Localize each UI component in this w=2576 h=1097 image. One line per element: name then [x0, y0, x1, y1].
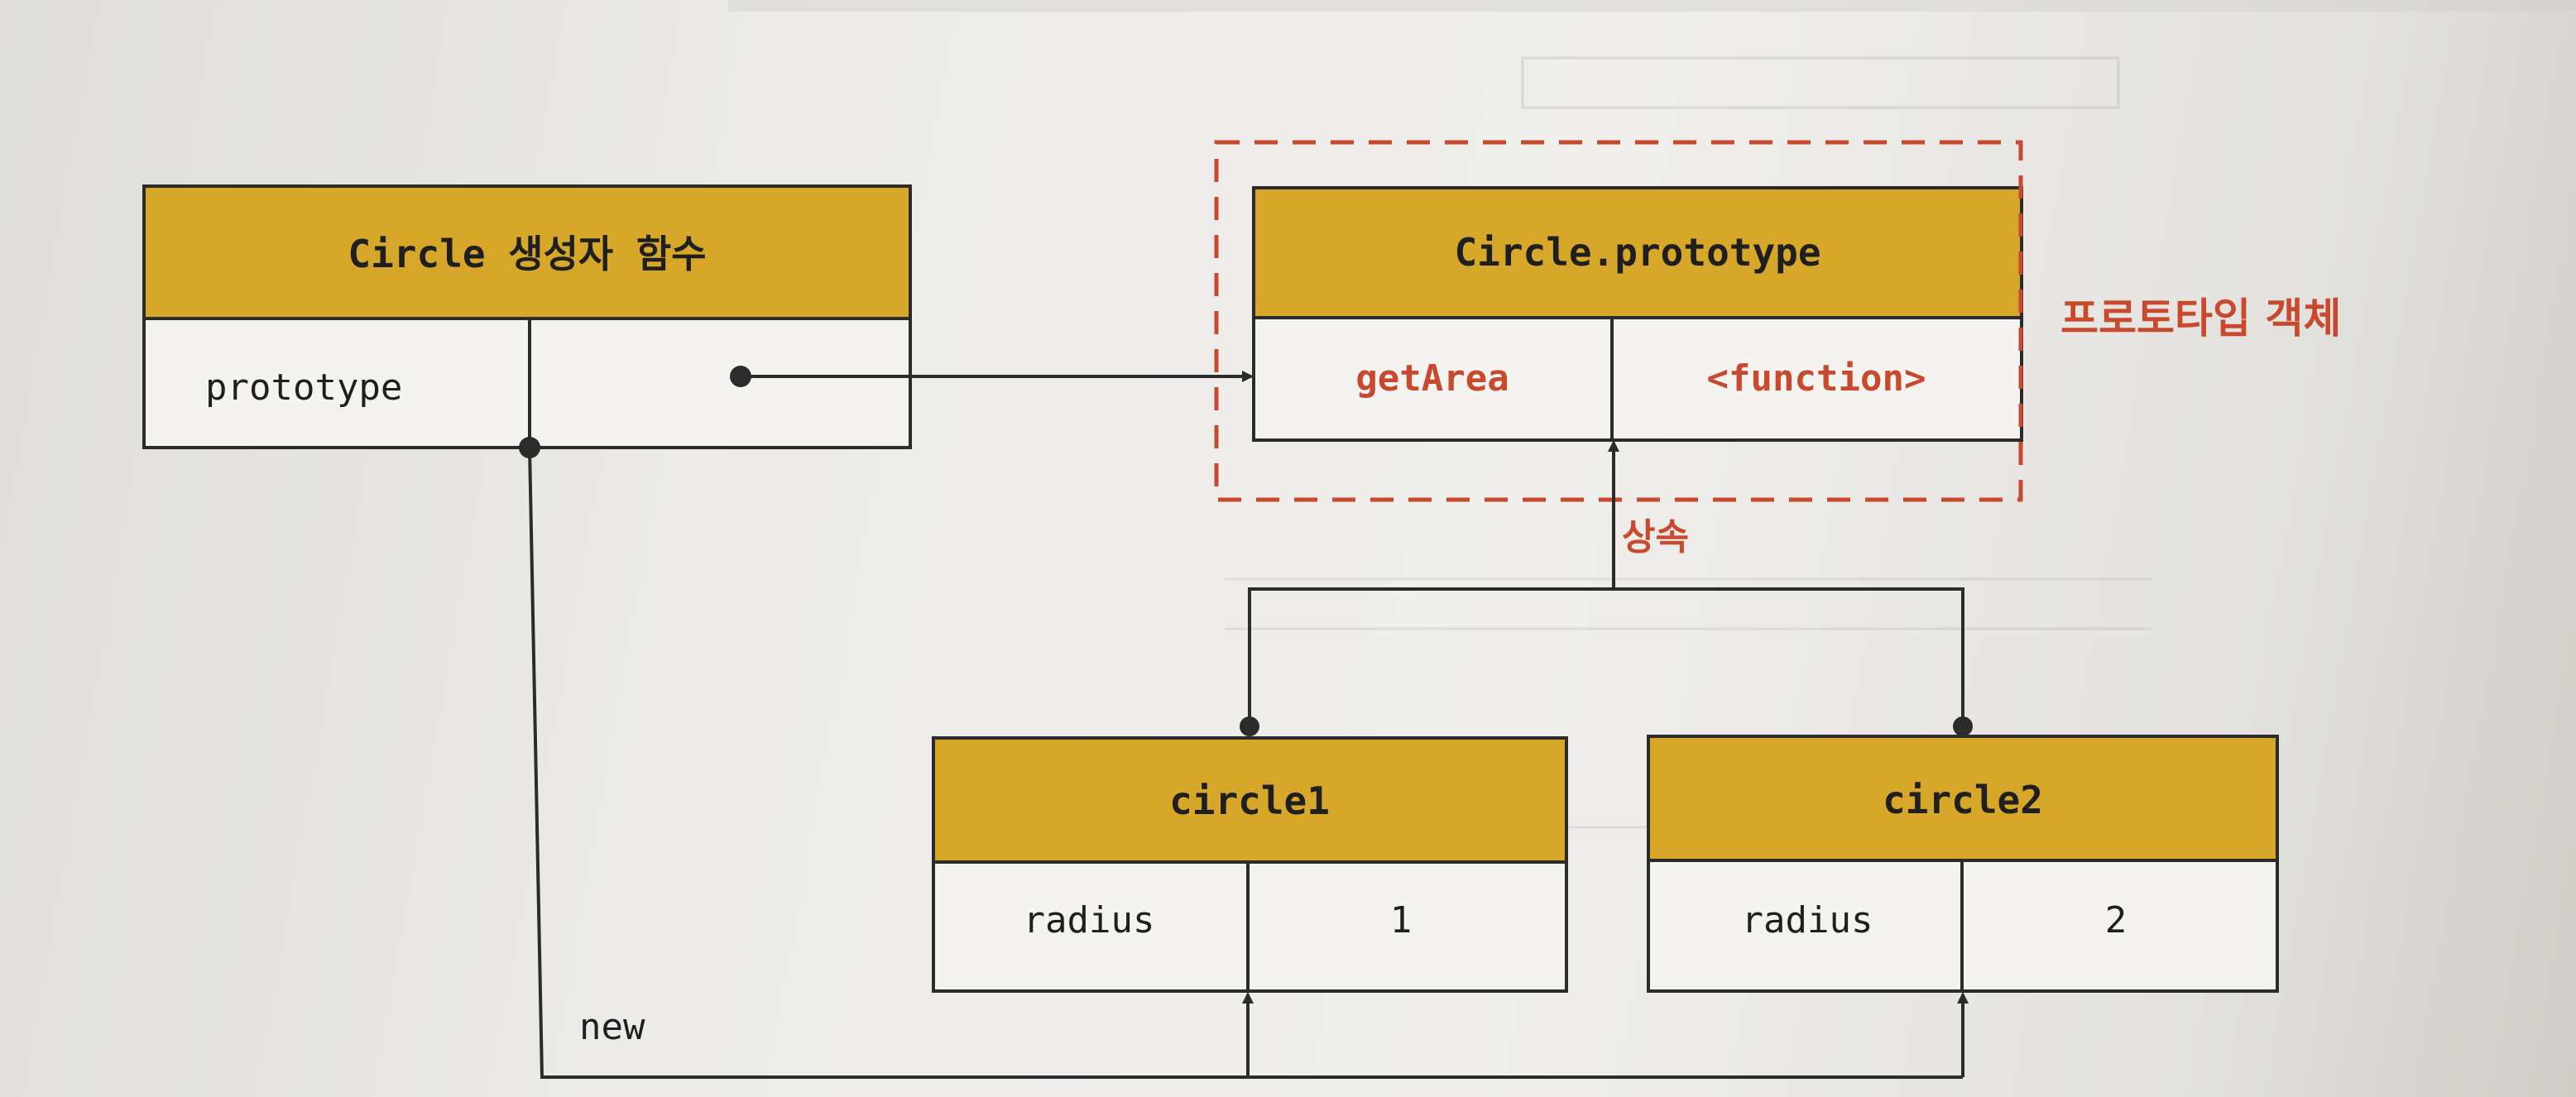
prototype-body: [1252, 316, 2023, 442]
instance-circle1: circle1 radius 1: [932, 736, 1568, 993]
circle1-radius-value: 1: [1390, 899, 1413, 941]
circle1-dot: [1240, 716, 1259, 736]
prototype-box: Circle.prototype getArea <function>: [1252, 186, 2023, 442]
circle1-header: [932, 736, 1568, 864]
instance-circle2: circle2 radius 2: [1647, 735, 2279, 993]
prototype-method-value: <function>: [1707, 357, 1926, 400]
constructor-body: [142, 317, 912, 449]
prototype-object-highlight: [1214, 140, 2023, 502]
constructor-title: Circle 생성자 함수: [348, 232, 706, 276]
new-label: new: [579, 1006, 645, 1048]
prototype-object-label: 프로토타입 객체: [2060, 295, 2341, 343]
circle1-title: circle1: [1169, 778, 1330, 823]
circle2-header: [1647, 735, 2279, 862]
prototype-title: Circle.prototype: [1454, 230, 1820, 275]
circle2-title: circle2: [1883, 778, 2043, 822]
constructor-prototype-key: prototype: [205, 366, 402, 409]
inherit-branch: [1248, 587, 1964, 726]
circle1-radius-key: radius: [1024, 899, 1155, 941]
new-connector: [528, 447, 1963, 1079]
circle2-radius-key: radius: [1742, 899, 1873, 941]
circle1-body: [932, 860, 1568, 993]
prototype-header: [1252, 186, 2023, 319]
prototype-method-key: getArea: [1355, 357, 1509, 400]
circle2-radius-value: 2: [2105, 899, 2127, 941]
constructor-box: Circle 생성자 함수 prototype: [142, 184, 912, 449]
circle2-dot: [1953, 716, 1973, 736]
inherit-label: 상속: [1622, 516, 1689, 558]
